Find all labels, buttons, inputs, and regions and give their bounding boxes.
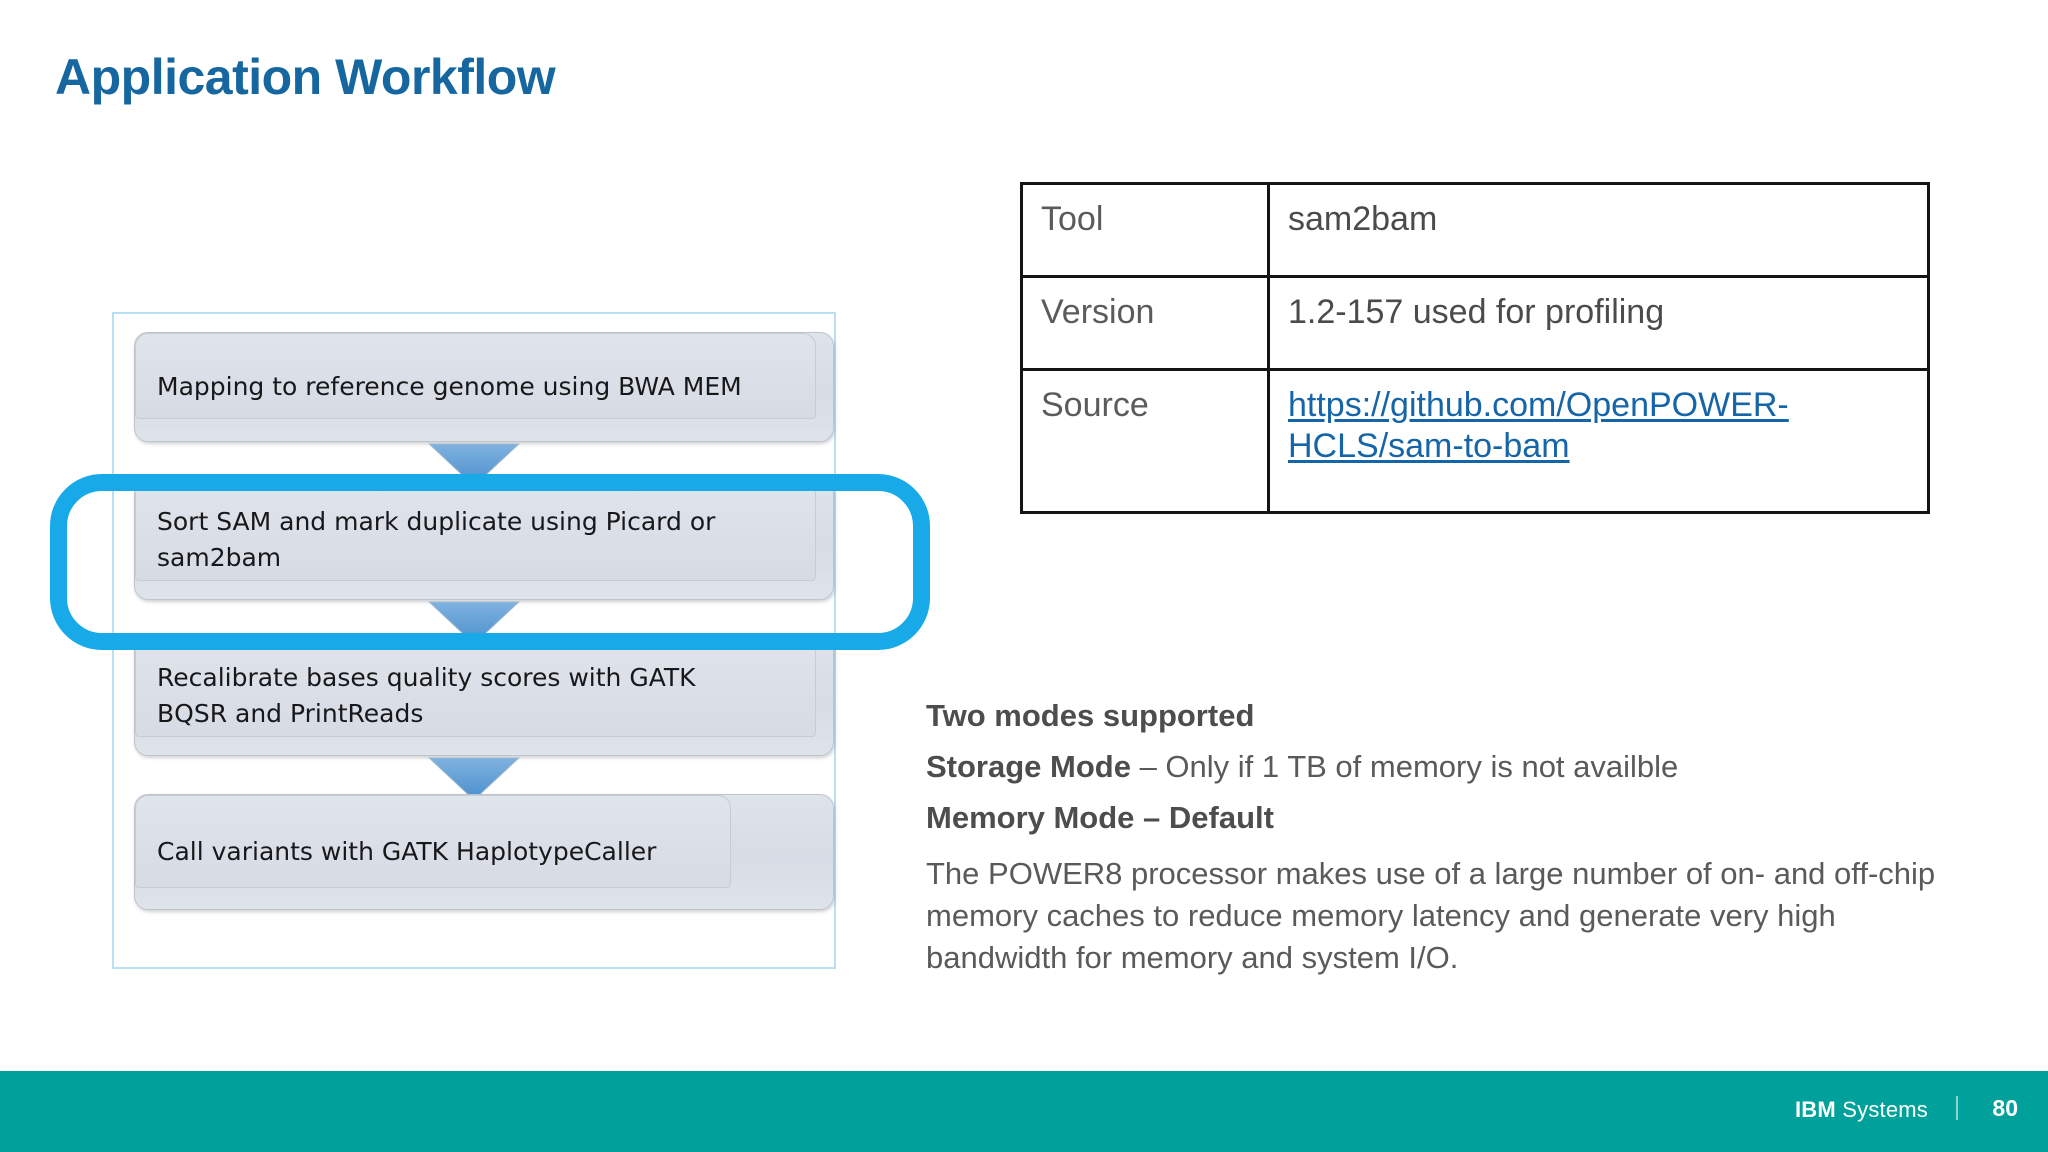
workflow-step-inner-panel <box>135 637 816 737</box>
workflow-step-label: Recalibrate bases quality scores with GA… <box>157 662 696 728</box>
table-cell-value: sam2bam <box>1267 182 1930 278</box>
table-row: Tool sam2bam <box>1020 182 1930 278</box>
footer-divider <box>1956 1096 1958 1120</box>
notes-paragraph: The POWER8 processor makes use of a larg… <box>926 856 1936 975</box>
workflow-step-inner-panel <box>135 333 816 419</box>
notes-heading-text: Two modes supported <box>926 698 1255 733</box>
page-number: 80 <box>1992 1095 2018 1121</box>
notes-block: Two modes supported Storage Mode – Only … <box>926 700 1966 979</box>
table-cell-key: Tool <box>1020 182 1270 278</box>
workflow-step-box[interactable]: Recalibrate bases quality scores with GA… <box>134 636 834 756</box>
tool-info-table: Tool sam2bam Version 1.2-157 used for pr… <box>1020 182 1930 514</box>
workflow-step-inner-panel <box>135 481 816 581</box>
highlight-annotation-ring <box>50 474 930 650</box>
table-cell-value: https://github.com/OpenPOWER-HCLS/sam-to… <box>1267 368 1930 514</box>
table-row: Version 1.2-157 used for profiling <box>1020 275 1930 371</box>
footer-brand-ibm: IBM <box>1795 1097 1836 1122</box>
table-row: Source https://github.com/OpenPOWER-HCLS… <box>1020 368 1930 514</box>
storage-mode-text: – Only if 1 TB of memory is not availble <box>1130 749 1679 784</box>
footer-brand-systems: Systems <box>1835 1097 1928 1122</box>
page-title: Application Workflow <box>55 49 556 105</box>
notes-storage-mode: Storage Mode – Only if 1 TB of memory is… <box>926 751 1966 782</box>
workflow-step-box[interactable]: Sort SAM and mark duplicate using Picard… <box>134 480 834 600</box>
table-cell-key: Version <box>1020 275 1270 371</box>
footer-bar <box>0 1071 2048 1152</box>
workflow-step-inner-panel <box>135 795 731 888</box>
table-cell-value: 1.2-157 used for profiling <box>1267 275 1930 371</box>
source-repository-link[interactable]: https://github.com/OpenPOWER-HCLS/sam-to… <box>1288 386 1789 466</box>
workflow-diagram: Mapping to reference genome using BWA ME… <box>112 312 836 969</box>
table-cell-key: Source <box>1020 368 1270 514</box>
storage-mode-label: Storage Mode <box>926 749 1131 784</box>
notes-heading: Two modes supported <box>926 700 1966 731</box>
workflow-step-box[interactable]: Mapping to reference genome using BWA ME… <box>134 332 834 442</box>
memory-mode-label: Memory Mode – Default <box>926 800 1274 835</box>
workflow-step-label: Call variants with GATK HaplotypeCaller <box>157 836 657 866</box>
workflow-step-label: Sort SAM and mark duplicate using Picard… <box>157 506 716 572</box>
notes-memory-mode: Memory Mode – Default <box>926 802 1966 833</box>
workflow-step-box[interactable]: Call variants with GATK HaplotypeCaller <box>134 794 834 910</box>
workflow-step-label: Mapping to reference genome using BWA ME… <box>157 371 742 401</box>
footer-brand: IBM Systems <box>1795 1097 1928 1123</box>
